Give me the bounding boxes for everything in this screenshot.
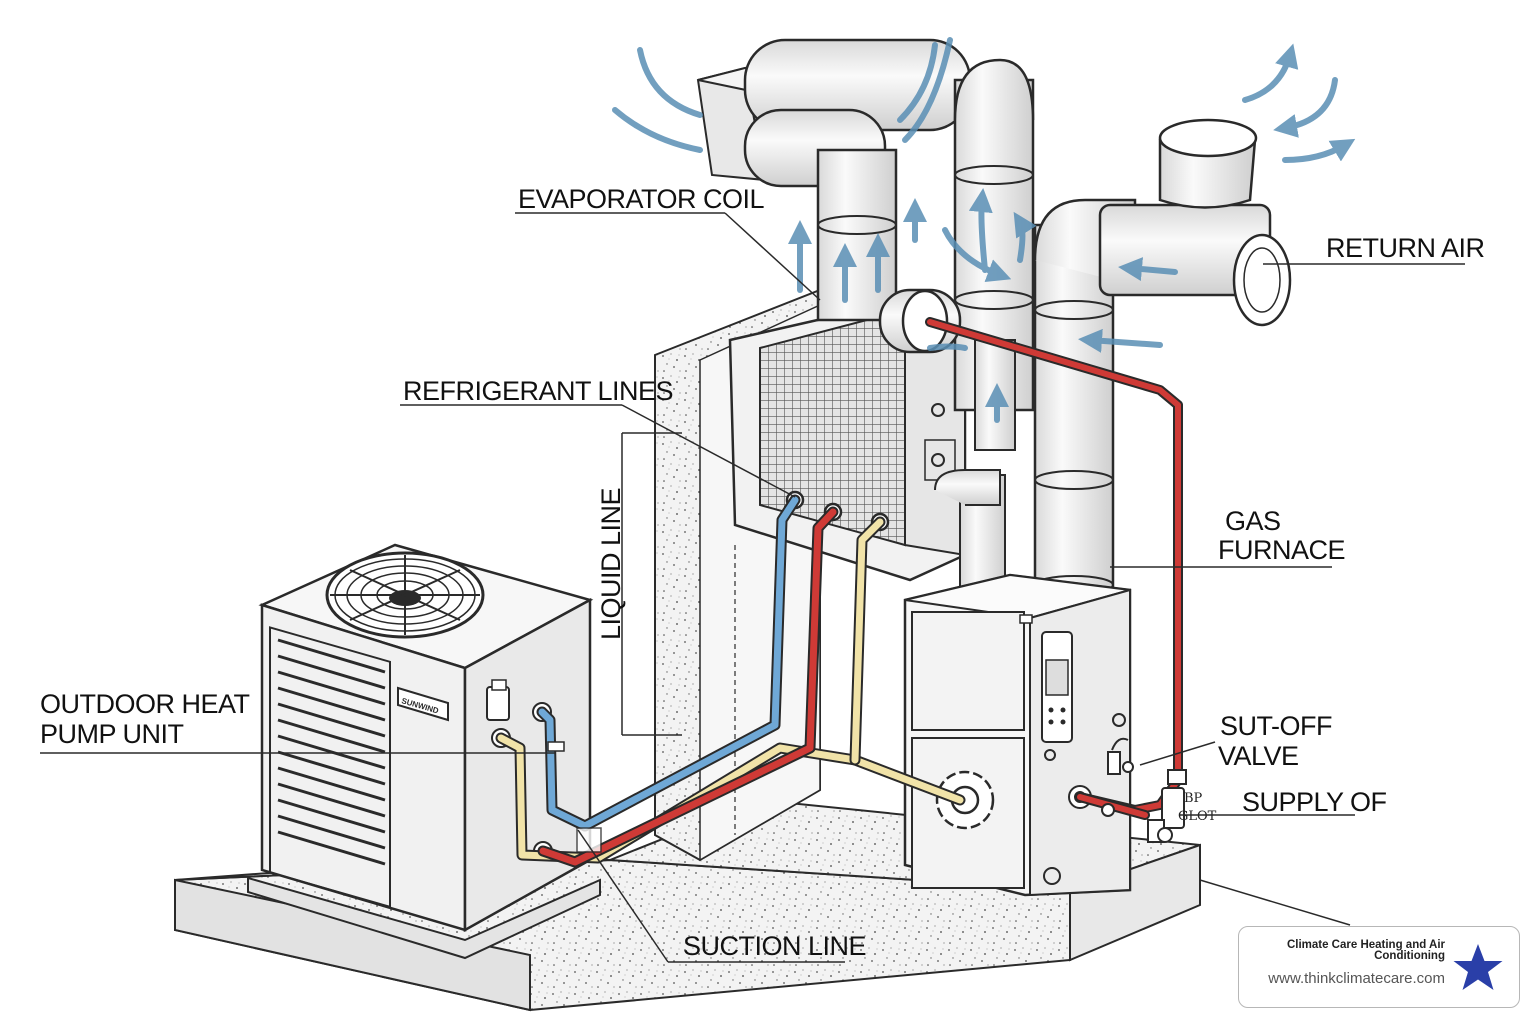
refrigerant-lines xyxy=(495,317,1183,868)
label-suction-line: SUCTION LINE xyxy=(683,931,866,961)
label-outdoor-unit-line1: OUTDOOR HEAT xyxy=(40,689,250,719)
valve-tag-1: BP xyxy=(1184,791,1203,806)
label-supply: SUPPLY OF xyxy=(1242,787,1387,817)
gas-furnace xyxy=(903,573,1132,897)
company-url[interactable]: www.thinkclimatecare.com xyxy=(1268,970,1445,987)
label-refrigerant-lines: REFRIGERANT LINES xyxy=(403,376,673,406)
company-name: Climate Care Heating and Air Conditionin… xyxy=(1286,939,1445,962)
airflow-arrows xyxy=(612,37,1356,423)
pipe-clamp xyxy=(547,741,602,853)
shutoff-valve: BP GLOT xyxy=(1101,737,1217,843)
label-gas-furnace-line1: GAS xyxy=(1225,506,1281,536)
label-return-air: RETURN AIR xyxy=(1326,233,1485,263)
company-badge: Climate Care Heating and Air Conditionin… xyxy=(1238,926,1520,1008)
label-evaporator-coil: EVAPORATOR COIL xyxy=(518,184,765,214)
label-liquid-line: LIQUID LINE xyxy=(596,488,626,640)
valve-tag-2: GLOT xyxy=(1178,809,1217,824)
labels: EVAPORATOR COIL RETURN AIR REFRIGERANT L… xyxy=(40,184,1485,961)
star-icon xyxy=(1453,944,1503,990)
label-shutoff-valve-line2: VALVE xyxy=(1218,741,1299,771)
label-outdoor-unit-line2: PUMP UNIT xyxy=(40,719,184,749)
label-gas-furnace-line2: FURNACE xyxy=(1218,535,1345,565)
label-shutoff-valve-line1: SUT-OFF xyxy=(1220,711,1332,741)
leader-lines xyxy=(40,212,1465,963)
outdoor-heat-pump: SUNWIND xyxy=(247,543,601,960)
